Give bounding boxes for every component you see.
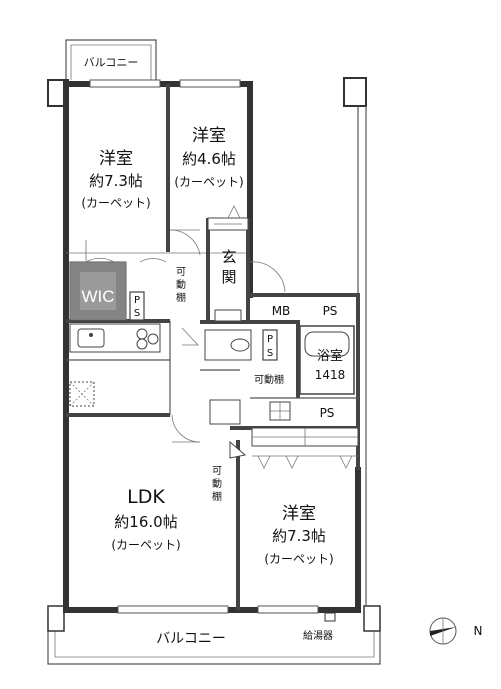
ps1-p: P <box>134 295 140 306</box>
wic: WIC <box>69 261 127 321</box>
doors <box>85 229 286 459</box>
wic-label: WIC <box>81 287 114 306</box>
toilet <box>204 329 291 425</box>
western-nw-name: 洋室 <box>99 149 133 169</box>
shelf-v1-c2: 動 <box>176 278 186 291</box>
ps2-p: P <box>267 334 273 345</box>
western-se-floor: (カーペット) <box>264 552 333 566</box>
room-western-n: 洋室 約4.6帖 (カーペット) <box>174 126 243 189</box>
ps-top-label: PS <box>323 304 338 318</box>
shelf-v2-c3: 棚 <box>212 490 222 503</box>
bath-name: 浴室 <box>317 348 343 364</box>
room-ldk: LDK 約16.0帖 (カーペット) <box>111 486 180 552</box>
western-se-size: 約7.3帖 <box>272 527 326 545</box>
mb-label: MB <box>272 304 291 318</box>
balcony-bottom: バルコニー 給湯器 <box>47 605 381 665</box>
water-heater-label: 給湯器 <box>303 629 333 642</box>
western-n-name: 洋室 <box>192 126 226 146</box>
balcony-top-label: バルコニー <box>84 56 139 69</box>
western-se-name: 洋室 <box>282 504 316 524</box>
bath: 浴室 1418 <box>299 325 355 395</box>
shelf-v1-c1: 可 <box>176 267 186 278</box>
shelf-vertical-1: 可 動 棚 <box>176 267 186 304</box>
western-n-size: 約4.6帖 <box>182 150 236 168</box>
entrance-char-2: 関 <box>221 268 236 286</box>
western-nw-floor: (カーペット) <box>81 196 150 210</box>
ps1-s: S <box>134 308 140 319</box>
bath-size: 1418 <box>315 368 346 382</box>
room-western-se: 洋室 約7.3帖 (カーペット) <box>264 504 333 566</box>
closets <box>207 205 359 469</box>
kitchen <box>69 323 161 407</box>
shelf-v1-c3: 棚 <box>176 291 186 304</box>
shelf-v2-c1: 可 <box>212 466 222 477</box>
western-n-floor: (カーペット) <box>174 175 243 189</box>
balcony-bottom-label: バルコニー <box>156 631 226 647</box>
ps-box-1: P S <box>129 291 145 321</box>
compass-n-label: N <box>474 624 483 638</box>
ldk-name: LDK <box>127 486 165 508</box>
shelf-horizontal: 可動棚 <box>254 373 284 386</box>
room-western-nw: 洋室 約7.3帖 (カーペット) <box>81 149 150 210</box>
room-entrance: 玄 関 <box>221 248 236 286</box>
shelf-v2-c2: 動 <box>212 477 222 490</box>
ps2-s: S <box>267 348 273 359</box>
windows-top <box>89 79 319 614</box>
ps-mid-label: PS <box>320 406 335 420</box>
compass-icon: N <box>429 617 483 645</box>
entrance-char-1: 玄 <box>221 248 236 266</box>
shelf-vertical-2: 可 動 棚 <box>212 466 222 503</box>
ldk-floor: (カーペット) <box>111 538 180 552</box>
western-nw-size: 約7.3帖 <box>89 172 143 190</box>
ldk-size: 約16.0帖 <box>114 513 177 531</box>
balcony-top: バルコニー <box>65 39 157 80</box>
ps-box-2: P S <box>262 329 278 361</box>
